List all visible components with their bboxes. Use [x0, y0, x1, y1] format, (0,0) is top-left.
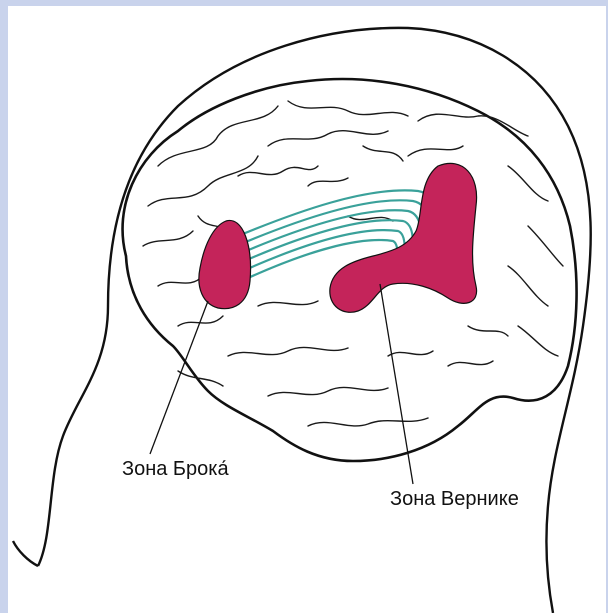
diagram-frame: Зона Брока́ Зона Вернике [8, 6, 606, 613]
chin-outline [13, 541, 38, 566]
wernicke-area-label: Зона Вернике [390, 488, 519, 511]
broca-area-label: Зона Брока́ [122, 458, 229, 481]
brain-diagram [8, 6, 606, 613]
